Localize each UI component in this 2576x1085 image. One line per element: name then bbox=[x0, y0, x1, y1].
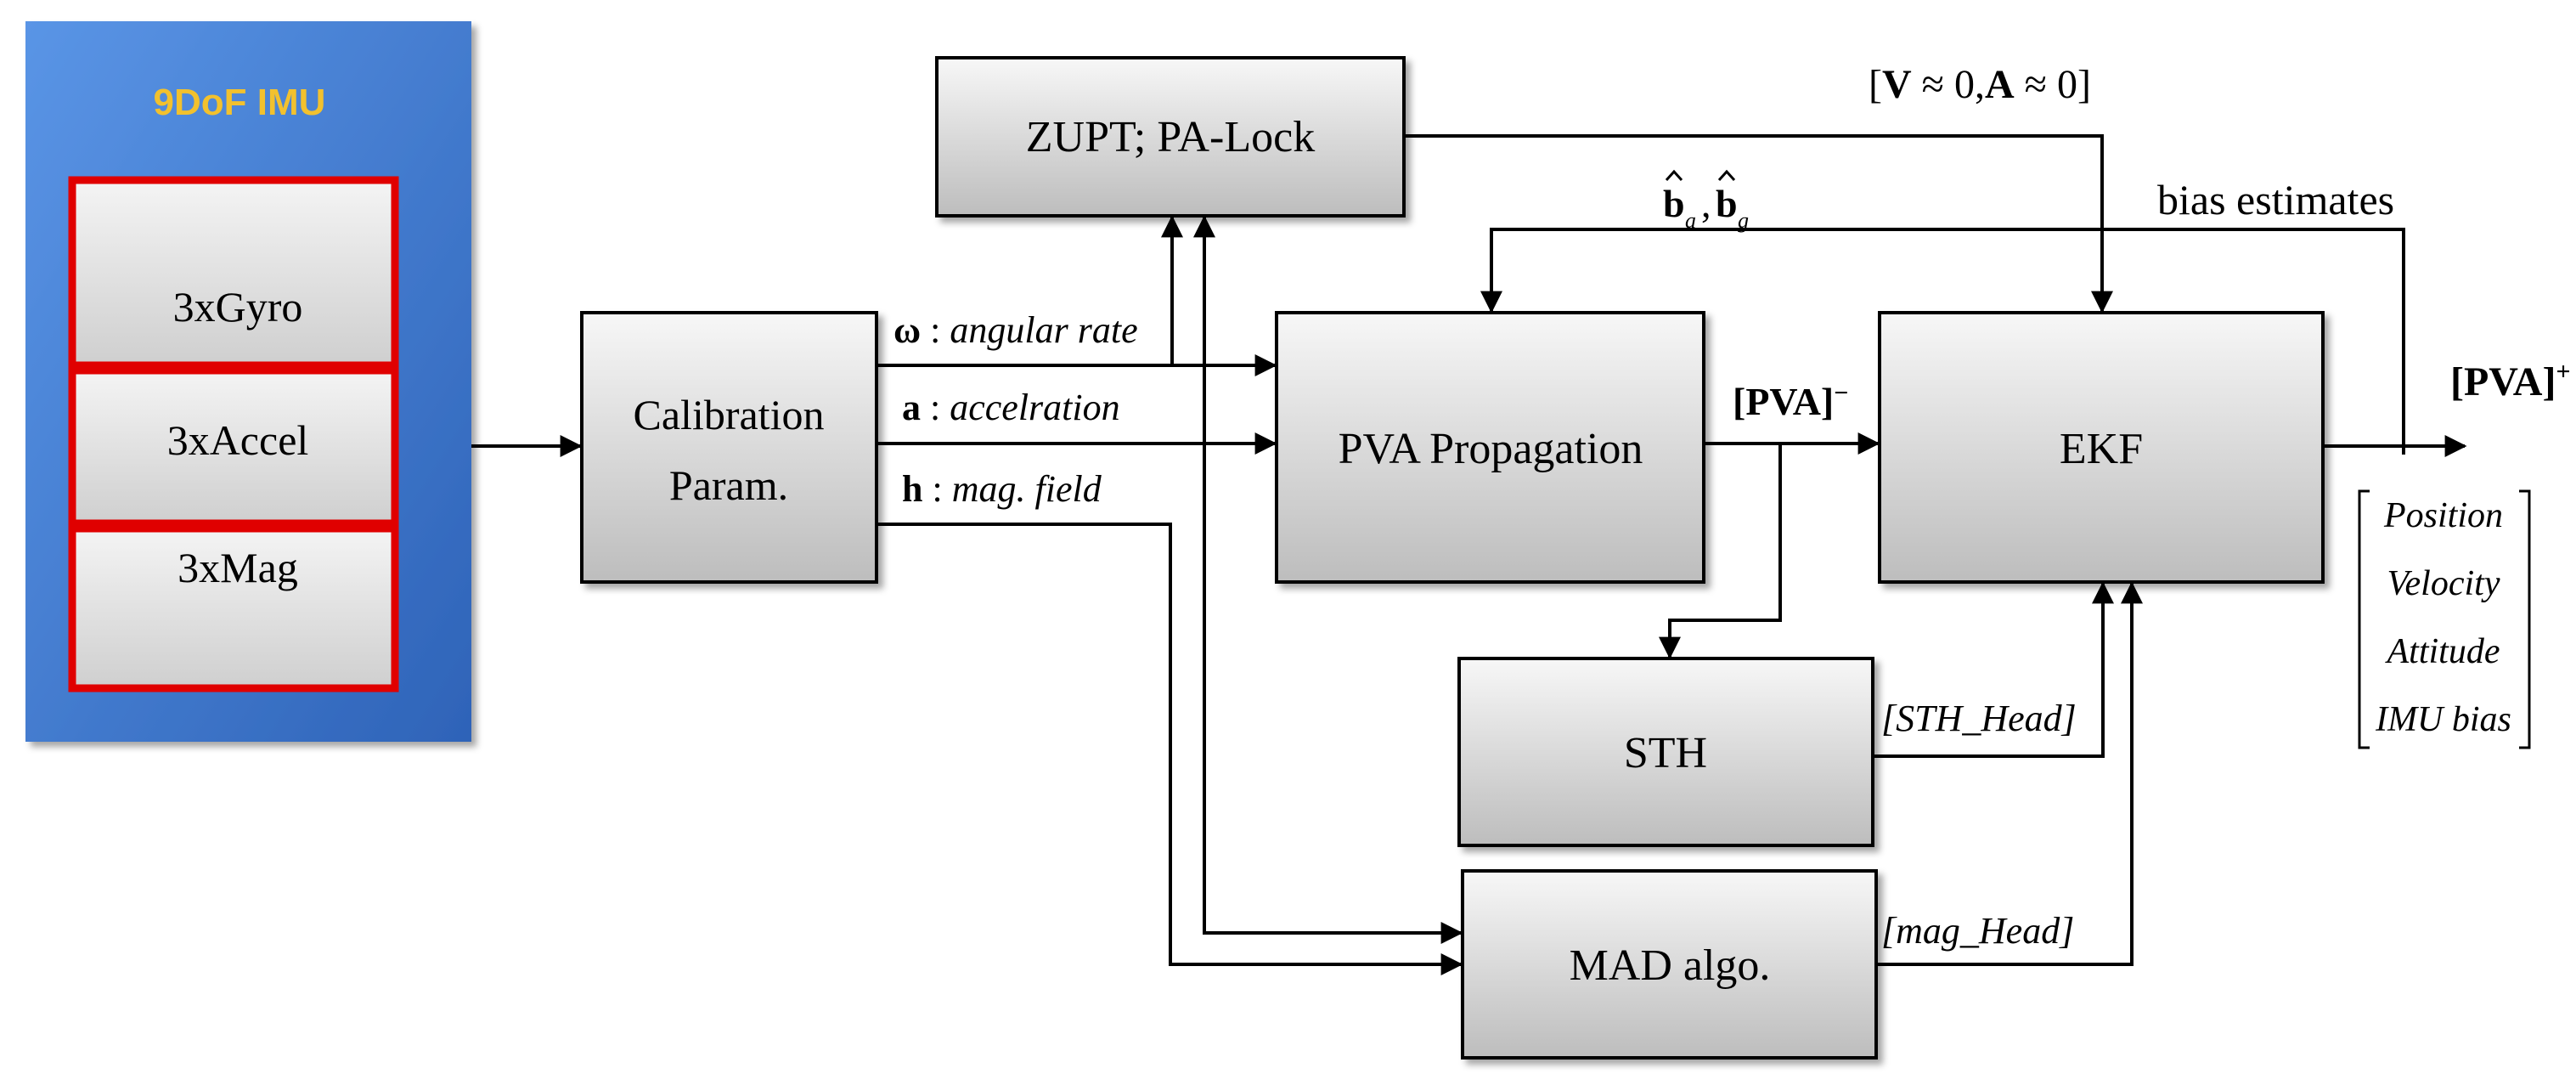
pva-to-sth-arrow bbox=[1659, 444, 1782, 659]
sth-head-label: [STH_Head] bbox=[1881, 698, 2077, 739]
imu-block: 9DoF IMU 3xGyro 3xAccel 3xMag bbox=[25, 21, 471, 742]
accel-label: a : accelration bbox=[902, 387, 1120, 428]
calibration-box bbox=[580, 311, 878, 584]
pva-plus-label: [PVA]+ bbox=[2450, 358, 2571, 404]
zupt-to-ekf-arrow bbox=[1404, 134, 2113, 314]
mad-block: MAD algo. bbox=[1461, 869, 1878, 1060]
bias-comma: , bbox=[1701, 182, 1711, 225]
state-attitude: Attitude bbox=[2385, 632, 2500, 671]
mag-text: mag. field bbox=[952, 468, 1102, 510]
imu-sensor-stack: 3xGyro 3xAccel 3xMag bbox=[68, 176, 399, 692]
sth-block: STH bbox=[1457, 657, 1874, 847]
accel-sensor-box bbox=[68, 366, 399, 528]
pva-propagation-label: PVA Propagation bbox=[1339, 425, 1643, 473]
connectors bbox=[471, 134, 2467, 975]
state-imu-bias: IMU bias bbox=[2375, 700, 2511, 739]
mag-label: 3xMag bbox=[178, 544, 298, 591]
pva-block: PVA Propagation bbox=[1275, 311, 1705, 584]
bias-sub-a: a bbox=[1685, 208, 1696, 233]
ekf-label: EKF bbox=[2060, 425, 2143, 473]
accel-symbol: a bbox=[902, 387, 921, 428]
bias-estimates-label: bias estimates bbox=[2157, 176, 2394, 223]
mad-label: MAD algo. bbox=[1570, 941, 1771, 990]
calibration-block: Calibration Param. bbox=[580, 311, 878, 584]
bias-sub-g: g bbox=[1738, 208, 1749, 233]
zupt-label: ZUPT; PA-Lock bbox=[1026, 113, 1315, 161]
zupt-condition-label: [V ≈ 0,A ≈ 0] bbox=[1869, 62, 2091, 107]
left-bracket bbox=[2358, 489, 2370, 749]
bias-feedback-arrow bbox=[1480, 228, 2405, 455]
pva-minus-label: [PVA]− bbox=[1733, 379, 1848, 423]
accel-label: 3xAccel bbox=[167, 416, 309, 464]
state-velocity: Velocity bbox=[2387, 564, 2500, 603]
mad-box bbox=[1461, 869, 1878, 1060]
accel-to-mad-arrow bbox=[1203, 444, 1463, 944]
signal-labels: ω : angular rate a : accelration h : mag… bbox=[893, 62, 2571, 952]
mag-sensor-box bbox=[68, 524, 399, 692]
accel-text: accelration bbox=[950, 387, 1119, 428]
gyro-sensor-box bbox=[68, 176, 399, 370]
omega-symbol: ω bbox=[893, 309, 921, 351]
mag-field-label: h : mag. field bbox=[902, 468, 1102, 510]
mag-to-mad-arrow bbox=[877, 523, 1463, 975]
mag-symbol: h bbox=[902, 468, 922, 510]
hat-mark-g bbox=[1717, 169, 1736, 182]
sth-label: STH bbox=[1624, 729, 1707, 777]
gyro-label: 3xGyro bbox=[173, 283, 303, 331]
state-position: Position bbox=[2383, 496, 2503, 535]
ekf-block: EKF bbox=[1878, 311, 2325, 584]
bias-b-g: b bbox=[1716, 182, 1738, 225]
bias-hat-label: b a , b g bbox=[1663, 169, 1749, 233]
sth-to-ekf-arrow bbox=[1873, 581, 2114, 758]
right-bracket bbox=[2519, 489, 2531, 749]
calibration-label-line1: Calibration bbox=[634, 391, 825, 438]
zupt-box bbox=[935, 56, 1406, 218]
mag-head-label: [mag_Head] bbox=[1881, 910, 2074, 952]
omega-text: angular rate bbox=[950, 309, 1137, 351]
sth-box bbox=[1457, 657, 1874, 847]
calibration-label-line2: Param. bbox=[669, 461, 788, 509]
bias-b-a: b bbox=[1663, 182, 1685, 225]
zupt-block: ZUPT; PA-Lock bbox=[935, 56, 1406, 218]
mad-to-ekf-arrow bbox=[1876, 581, 2143, 966]
hat-mark-a bbox=[1665, 169, 1683, 182]
pva-propagation-box bbox=[1275, 311, 1705, 584]
imu-title: 9DoF IMU bbox=[154, 82, 326, 123]
output-state-vector: Position Velocity Attitude IMU bias bbox=[2358, 489, 2531, 749]
omega-label: ω : angular rate bbox=[893, 309, 1138, 351]
